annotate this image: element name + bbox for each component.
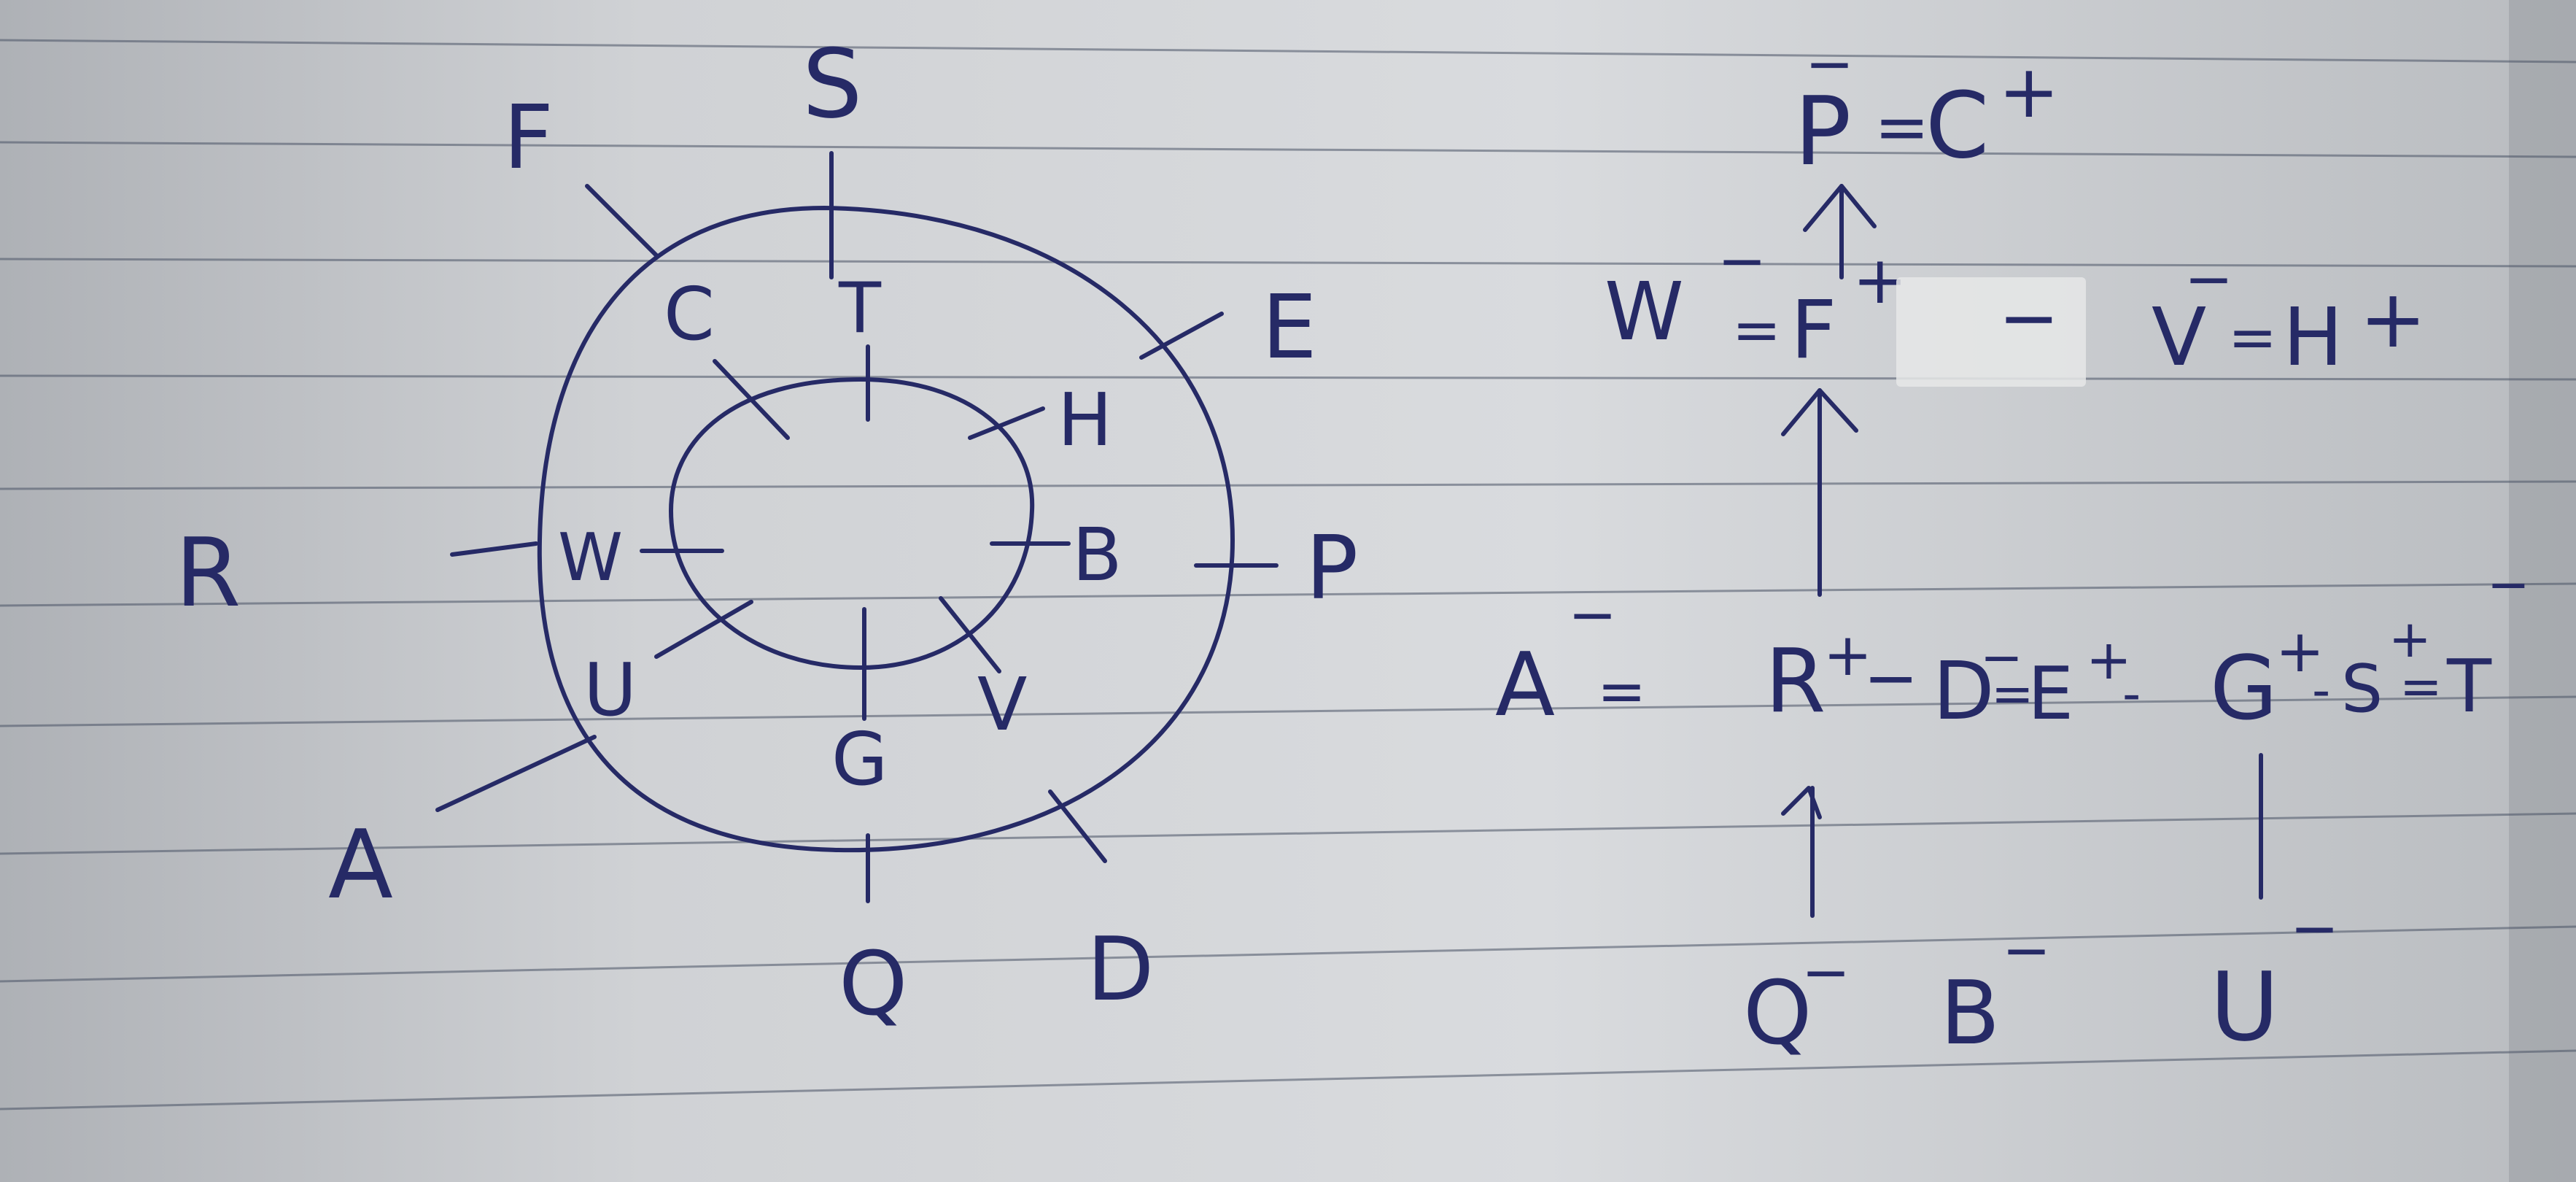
label-w: W xyxy=(558,519,623,596)
eq4-u: U xyxy=(2210,951,2279,1062)
label-h: H xyxy=(1058,377,1112,463)
label-d: D xyxy=(1087,919,1154,1021)
eq3-equals-3: = xyxy=(2400,657,2443,716)
label-s: S xyxy=(802,28,863,139)
eq2-f: F xyxy=(1791,283,1836,376)
tick-f xyxy=(585,184,659,258)
tick-u xyxy=(654,600,753,659)
eq3-dash-1: − xyxy=(1863,640,1918,716)
eq2-middle-dash: − xyxy=(1998,275,2060,360)
eq2-v: V xyxy=(2152,290,2206,384)
label-t: T xyxy=(838,269,882,349)
eq1-equals: = xyxy=(1874,89,1929,166)
eq3-r: R xyxy=(1765,631,1826,733)
tick-h xyxy=(968,406,1045,440)
eq3-d-sign: − xyxy=(1980,627,2023,687)
tick-a xyxy=(435,735,597,812)
eq3-equals-2: = xyxy=(1991,664,2034,724)
eq2-w-sign: − xyxy=(1718,227,1766,295)
label-f: F xyxy=(503,88,554,189)
eq4-b: B xyxy=(1940,963,2000,1065)
label-e: E xyxy=(1262,277,1317,379)
equations: P − = C + W − = F + − V − = H + xyxy=(1495,30,2530,1065)
eq3-d: D xyxy=(1933,644,1995,738)
eq4-q-sign: − xyxy=(1801,938,1850,1006)
eq3-s-sign: + xyxy=(2389,609,2432,669)
equation-line-2: W − = F + − V − = H + xyxy=(1605,227,2426,387)
smudge-patch xyxy=(1896,277,2086,387)
eq3-e: E xyxy=(2028,651,2073,736)
eq3-a: A xyxy=(1495,635,1555,736)
label-u: U xyxy=(583,647,637,733)
eq3-r-sign: + xyxy=(1823,621,1872,689)
ring-diagram: S F E R P A Q D C T H W B U G V xyxy=(175,28,1358,1035)
eq1-p: P xyxy=(1794,76,1851,187)
eq3-s: S xyxy=(2341,651,2383,727)
eq2-v-sign: − xyxy=(2184,245,2233,313)
tick-d xyxy=(1048,789,1107,863)
eq3-g: G xyxy=(2210,638,2278,740)
arrow-up-to-p xyxy=(1803,184,1877,279)
tick-v xyxy=(939,596,1001,673)
eq4-q: Q xyxy=(1743,963,1812,1065)
eq3-e-sign: + xyxy=(2086,627,2132,692)
connector-qb-to-r xyxy=(1781,786,1822,918)
tick-c xyxy=(713,359,790,440)
eq4-b-sign: − xyxy=(2002,916,2051,984)
eq3-t: T xyxy=(2446,644,2492,729)
label-g: G xyxy=(831,716,888,802)
label-a: A xyxy=(328,809,393,920)
label-p: P xyxy=(1306,518,1358,619)
inner-circle xyxy=(669,377,1035,670)
eq4-u-sign: − xyxy=(2290,895,2339,962)
eq1-c-sign: + xyxy=(1998,49,2060,134)
eq2-equals: = xyxy=(1732,296,1781,364)
eq3-t-sign: − xyxy=(2487,555,2530,614)
equation-line-4: Q − B − U − xyxy=(1743,895,2339,1065)
eq3-dash-2: - xyxy=(2122,664,2141,724)
eq3-a-sign: − xyxy=(1568,581,1617,649)
label-q: Q xyxy=(839,934,907,1035)
label-v: V xyxy=(977,662,1027,747)
eq1-c: C xyxy=(1925,73,1989,179)
eq3-dash-3: - xyxy=(2312,660,2330,720)
eq2-equals-2: = xyxy=(2228,304,2277,371)
equation-line-1: P − = C + xyxy=(1794,30,2060,187)
eq1-p-sign: − xyxy=(1805,30,1854,98)
label-b: B xyxy=(1072,512,1122,598)
eq2-w: W xyxy=(1605,265,1684,358)
outer-circle xyxy=(537,206,1235,853)
ruled-lines xyxy=(0,39,2576,1110)
eq3-equals-1: = xyxy=(1597,657,1646,725)
tick-r xyxy=(450,541,538,557)
eq2-h-sign: + xyxy=(2359,272,2426,366)
eq3-g-sign: + xyxy=(2276,617,2324,685)
arrow-up-to-f xyxy=(1781,388,1858,597)
tick-e xyxy=(1139,312,1224,360)
eq2-h: H xyxy=(2283,290,2343,384)
label-c: C xyxy=(664,271,715,357)
label-r: R xyxy=(175,517,241,628)
equation-line-3: A − = R + − D − = E + - G + - S + = T − xyxy=(1495,555,2530,740)
